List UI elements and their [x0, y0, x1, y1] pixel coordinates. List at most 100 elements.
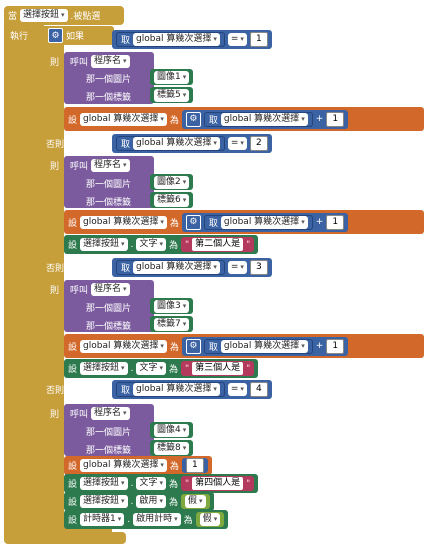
- var-dropdown[interactable]: global 算幾次選擇▾: [133, 383, 220, 396]
- boolean-dropdown[interactable]: 假▾: [199, 513, 221, 526]
- var-label: global 算幾次選擇: [223, 113, 300, 124]
- set-button-text-block-3[interactable]: 設 選擇按鈕▾ . 文字▾ 為 "第三個人是": [64, 359, 259, 378]
- chevron-down-icon: ▾: [301, 217, 305, 226]
- var-dropdown[interactable]: global 算幾次選擇▾: [80, 339, 167, 353]
- image-component-block[interactable]: 圖像4▾: [150, 422, 194, 438]
- var-dropdown[interactable]: global 算幾次選擇▾: [133, 137, 220, 150]
- image-component-block[interactable]: 圖像2▾: [150, 174, 194, 190]
- text-literal-block[interactable]: "第二個人是": [180, 237, 255, 252]
- text-value[interactable]: 第三個人是: [192, 362, 244, 375]
- set-button-enabled-block[interactable]: 設 選擇按鈕▾ . 啟用▾ 為 假▾: [64, 492, 214, 511]
- var-dropdown[interactable]: global 算幾次選擇▾: [80, 112, 167, 126]
- image-component-block[interactable]: 圖像1▾: [150, 69, 194, 85]
- var-dropdown[interactable]: global 算幾次選擇▾: [80, 459, 167, 472]
- image-component-block[interactable]: 圖像3▾: [150, 298, 194, 314]
- var-dropdown[interactable]: global 算幾次選擇▾: [80, 215, 167, 229]
- compare-value[interactable]: 3: [249, 260, 268, 275]
- component-dropdown[interactable]: 圖像1▾: [154, 70, 190, 84]
- var-dropdown[interactable]: global 算幾次選擇▾: [133, 33, 220, 46]
- component-dropdown[interactable]: 圖像2▾: [154, 175, 190, 189]
- component-dropdown[interactable]: 選擇按鈕▾: [80, 238, 128, 251]
- property-dropdown[interactable]: 啟用計時▾: [133, 513, 181, 526]
- boolean-block[interactable]: 假▾: [180, 494, 210, 509]
- component-dropdown[interactable]: 標籤8▾: [154, 441, 190, 455]
- chevron-down-icon: ▾: [240, 139, 244, 147]
- component-dropdown[interactable]: 選擇按鈕▾: [80, 477, 128, 490]
- component-dropdown[interactable]: 選擇按鈕▾: [80, 495, 128, 508]
- reset-value[interactable]: 1: [185, 458, 204, 473]
- op-dropdown[interactable]: =▾: [227, 383, 247, 396]
- op-dropdown[interactable]: =▾: [227, 261, 247, 274]
- increment-value[interactable]: 1: [326, 338, 345, 354]
- property-dropdown[interactable]: 文字▾: [136, 362, 166, 375]
- proc-dropdown[interactable]: 程序名▾: [91, 159, 130, 172]
- if-header: ⚙ 如果: [44, 26, 88, 45]
- increment-value[interactable]: 1: [326, 214, 345, 230]
- var-dropdown[interactable]: global 算幾次選擇▾: [220, 339, 308, 353]
- property-dropdown[interactable]: 文字▾: [136, 238, 166, 251]
- var-dropdown[interactable]: global 算幾次選擇▾: [220, 215, 308, 229]
- set-timer-enabled-block[interactable]: 設 計時器1▾ . 啟用計時▾ 為 假▾: [64, 510, 229, 529]
- component-dropdown[interactable]: 標籤7▾: [154, 317, 190, 331]
- var-dropdown[interactable]: global 算幾次選擇▾: [133, 261, 220, 274]
- label-component-block[interactable]: 標籤7▾: [150, 316, 194, 332]
- set-var-block-4[interactable]: 設 global 算幾次選擇▾ 為 1: [64, 456, 212, 475]
- get-label: 取: [121, 386, 131, 396]
- text-value[interactable]: 第四個人是: [192, 477, 244, 490]
- text-value[interactable]: 第二個人是: [192, 238, 244, 251]
- component-dropdown[interactable]: 標籤6▾: [154, 193, 190, 207]
- set-button-text-block-4[interactable]: 設 選擇按鈕▾ . 文字▾ 為 "第四個人是": [64, 474, 259, 493]
- compare-value[interactable]: 1: [249, 32, 268, 47]
- number-block[interactable]: 1: [181, 458, 208, 473]
- gear-icon[interactable]: ⚙: [48, 28, 63, 43]
- set-button-text-block-2[interactable]: 設 選擇按鈕▾ . 文字▾ 為 "第二個人是": [64, 235, 259, 254]
- label-component-block[interactable]: 標籤6▾: [150, 192, 194, 208]
- component-dropdown[interactable]: 圖像3▾: [154, 299, 190, 313]
- text-literal-block[interactable]: "第三個人是": [180, 361, 255, 376]
- property-dropdown[interactable]: 啟用▾: [136, 495, 166, 508]
- event-component-dropdown[interactable]: 選擇按鈕▾: [20, 9, 68, 22]
- boolean-dropdown[interactable]: 假▾: [184, 495, 206, 508]
- compare-value[interactable]: 4: [249, 382, 268, 397]
- component-dropdown[interactable]: 選擇按鈕▾: [80, 362, 128, 375]
- set-label: 設: [68, 218, 78, 229]
- op-dropdown[interactable]: =▾: [227, 33, 247, 46]
- text-literal-block[interactable]: "第四個人是": [180, 476, 255, 491]
- component-dropdown[interactable]: 計時器1▾: [80, 513, 125, 526]
- property-dropdown[interactable]: 文字▾: [136, 477, 166, 490]
- proc-dropdown[interactable]: 程序名▾: [91, 283, 130, 296]
- component-dropdown[interactable]: 圖像4▾: [154, 423, 190, 437]
- chevron-down-icon: ▾: [61, 11, 65, 19]
- label-component-block[interactable]: 標籤5▾: [150, 87, 194, 103]
- label-component-block[interactable]: 標籤8▾: [150, 440, 194, 456]
- proc-dropdown[interactable]: 程序名▾: [91, 55, 130, 68]
- compare-value[interactable]: 2: [249, 136, 268, 151]
- proc-dropdown[interactable]: 程序名▾: [91, 407, 130, 420]
- increment-value[interactable]: 1: [326, 111, 345, 127]
- gear-icon[interactable]: ⚙: [185, 111, 201, 127]
- component-dropdown[interactable]: 標籤5▾: [154, 88, 190, 102]
- boolean-block[interactable]: 假▾: [195, 512, 225, 527]
- gear-icon[interactable]: ⚙: [185, 338, 201, 354]
- gear-icon[interactable]: ⚙: [185, 214, 201, 230]
- op-dropdown[interactable]: =▾: [227, 137, 247, 150]
- call-label: 呼叫: [70, 286, 89, 296]
- var-dropdown[interactable]: global 算幾次選擇▾: [220, 112, 308, 126]
